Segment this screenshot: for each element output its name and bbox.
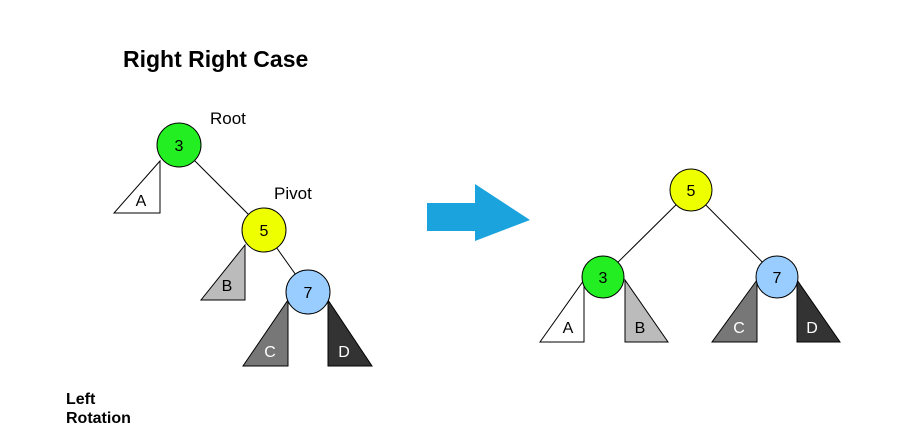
node-3-before	[156, 122, 202, 168]
subtree-c-after	[711, 278, 758, 343]
node-5-after	[669, 168, 713, 212]
subtree-a-after	[539, 278, 585, 343]
rotation-caption: Left Rotation	[66, 390, 131, 428]
subtree-d-after	[796, 278, 841, 343]
subtree-d-after-label: D	[806, 320, 818, 337]
subtree-c-label: C	[264, 344, 276, 361]
subtree-b-after-label: B	[635, 320, 646, 337]
before-tree: A B C D 3 5 7 Root Pivot	[112, 109, 373, 367]
transform-arrow-icon	[427, 184, 530, 241]
subtree-c-after-label: C	[733, 320, 745, 337]
pivot-label: Pivot	[274, 184, 312, 203]
subtree-a-after-label: A	[563, 320, 574, 337]
subtree-b-after	[624, 278, 669, 343]
node-5-after-label: 5	[687, 183, 696, 200]
diagram-title: Right Right Case	[123, 46, 309, 72]
node-7-label: 7	[304, 285, 313, 302]
node-3-after	[581, 255, 625, 299]
caption-line-1: Left	[66, 391, 96, 408]
caption-line-2: Rotation	[66, 410, 131, 427]
subtree-b-before	[199, 243, 246, 301]
node-7-after-label: 7	[773, 270, 782, 287]
node-7-after	[755, 255, 799, 299]
subtree-a-before	[112, 159, 161, 214]
subtree-b-label: B	[222, 278, 233, 295]
node-7-before	[285, 269, 331, 315]
subtree-a-label: A	[136, 193, 147, 210]
subtree-d-before	[327, 298, 373, 367]
node-5-before	[241, 207, 287, 253]
after-tree: A B C D 5 3 7	[539, 168, 841, 343]
root-label: Root	[210, 109, 246, 128]
node-3-label: 3	[175, 138, 184, 155]
node-5-label: 5	[260, 223, 269, 240]
node-3-after-label: 3	[599, 270, 608, 287]
subtree-d-label: D	[338, 344, 350, 361]
subtree-c-before	[242, 298, 289, 367]
